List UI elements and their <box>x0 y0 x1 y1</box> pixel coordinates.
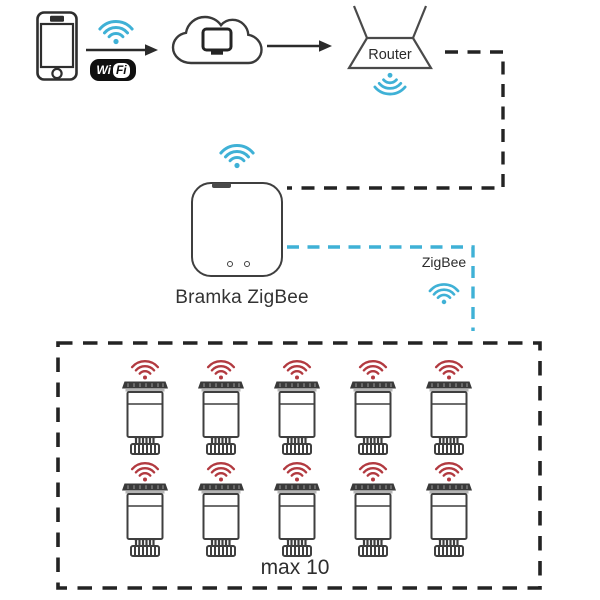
gateway-wifi-icon <box>214 137 260 169</box>
arrow-right-icon <box>267 40 332 52</box>
devices-boundary <box>56 341 542 590</box>
trv-device <box>115 356 175 456</box>
router-label: Router <box>368 47 412 63</box>
gateway-label: Bramka ZigBee <box>175 287 309 308</box>
trv-device <box>267 458 327 558</box>
zigbee-wifi-icon <box>424 277 464 305</box>
gateway-slot <box>212 183 231 188</box>
trv-device <box>267 356 327 456</box>
trv-device <box>115 458 175 558</box>
gateway-led <box>244 261 250 267</box>
arrow-right-icon <box>86 44 158 56</box>
zigbee-link-label: ZigBee <box>421 254 467 270</box>
trv-device <box>343 458 403 558</box>
trv-device <box>191 356 251 456</box>
monitor-icon <box>201 27 233 55</box>
cloud-icon <box>171 15 263 65</box>
zigbee-gateway-icon <box>191 182 283 277</box>
wifi-badge-left: Wi <box>96 63 111 77</box>
trv-device <box>343 356 403 456</box>
router-wifi-icon <box>369 72 411 102</box>
wifi-badge-right: Fi <box>112 62 130 78</box>
trv-device <box>419 458 479 558</box>
phone-wifi-icon <box>94 13 138 45</box>
router-icon <box>347 5 433 70</box>
trv-device <box>419 356 479 456</box>
max-devices-label: max 10 <box>260 556 330 579</box>
wired-connection-dashed <box>287 50 505 190</box>
wifi-badge: Wi Fi <box>90 59 136 81</box>
smartphone-icon <box>36 11 78 81</box>
zigbee-connection-dashed <box>287 245 475 331</box>
trv-device <box>191 458 251 558</box>
gateway-led <box>227 261 233 267</box>
